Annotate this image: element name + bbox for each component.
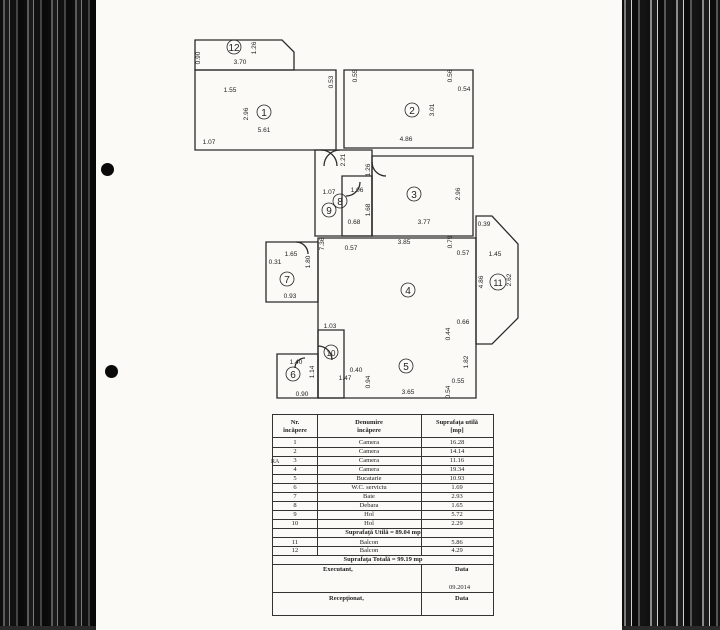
room-10-number: 10: [327, 349, 336, 358]
fabric-background-right: [620, 0, 720, 626]
dim-label: 1.55: [224, 87, 237, 94]
balcony-12-outline: [194, 39, 295, 71]
punch-hole-bottom: [105, 365, 118, 378]
dim-label: 0.94: [365, 375, 372, 388]
room-5-number: 5: [403, 362, 409, 373]
dim-label: 2.96: [455, 187, 462, 200]
dim-label: 0.57: [345, 245, 358, 252]
dim-label: 3.77: [418, 219, 431, 226]
room-4-outline: [317, 237, 477, 399]
room-2-number: 2: [409, 106, 415, 117]
dim-label: 4.86: [478, 275, 485, 288]
dim-label: 1.07: [323, 189, 336, 196]
dim-label: 4.86: [400, 136, 413, 143]
wc-6-outline: [276, 353, 319, 399]
dim-label: 1.45: [489, 251, 502, 258]
dim-label: 0.90: [296, 391, 309, 398]
room-12-number: 12: [228, 43, 240, 54]
dim-label: 0.93: [284, 293, 297, 300]
dim-label: 3.65: [402, 389, 415, 396]
dim-label: 0.44: [445, 327, 452, 340]
room-3-outline: [371, 155, 474, 237]
dim-label: 1.65: [285, 251, 298, 258]
dim-label: 7.36: [319, 237, 326, 250]
dim-label: 0.39: [478, 221, 491, 228]
fabric-background-left: [0, 0, 98, 626]
room-1-number: 1: [261, 108, 267, 119]
dim-label: 1.68: [365, 203, 372, 216]
margin-mark: RA: [271, 459, 280, 465]
dim-label: 2.21: [340, 153, 347, 166]
room-2-outline: [343, 69, 474, 149]
dim-label: 2.62: [506, 273, 513, 286]
dim-label: 2.96: [243, 107, 250, 120]
dim-label: 0.53: [328, 75, 335, 88]
hall-10-outline: [317, 329, 345, 399]
dim-label: 1.14: [309, 365, 316, 378]
dim-label: 0.90: [195, 51, 202, 64]
room-9-number: 9: [326, 206, 332, 217]
dim-label: 3.01: [429, 103, 436, 116]
dim-label: 0.55: [352, 69, 359, 82]
executed-label: Executant,: [323, 566, 353, 573]
room-3-number: 3: [411, 190, 417, 201]
dim-label: 1.40: [290, 359, 303, 366]
dim-label: 0.55: [452, 378, 465, 385]
useful-area-total: Suprafaţă Utilă = 89.04 mp: [345, 529, 421, 536]
dim-label: 1.26: [365, 163, 372, 176]
dim-label: 0.68: [348, 219, 361, 226]
dim-label: 1.03: [324, 323, 337, 330]
dim-label: 1.80: [305, 255, 312, 268]
total-area: Suprafaţa Totală = 99.19 mp: [343, 556, 423, 563]
received-label: Recepţionat,: [329, 595, 364, 602]
dim-label: 0.40: [350, 367, 363, 374]
dim-label: 0.54: [458, 86, 471, 93]
dim-label: 5.61: [258, 127, 271, 134]
dim-label: 1.26: [251, 41, 258, 54]
dim-label: 1.82: [463, 355, 470, 368]
dim-label: 1.07: [203, 139, 216, 146]
date-value: 09.2014: [449, 584, 471, 591]
dim-label: 0.66: [457, 319, 470, 326]
dim-label: 0.56: [447, 69, 454, 82]
rooms-table: Nr. Denumire Suprafaţa utilă încăpere în…: [271, 414, 494, 616]
dim-label: 3.70: [234, 59, 247, 66]
punch-hole-top: [101, 163, 114, 176]
dim-label: 0.79: [447, 235, 454, 248]
dim-label: 3.85: [398, 239, 411, 246]
room-7-number: 7: [284, 275, 290, 286]
bath-7-outline: [265, 241, 319, 303]
dim-label: 0.57: [457, 250, 470, 257]
dim-label: 0.31: [269, 259, 282, 266]
date-label-2: Data: [455, 595, 469, 602]
dim-label: 1.47: [339, 375, 352, 382]
room-11-number: 11: [493, 278, 502, 288]
room-4-number: 4: [405, 286, 411, 297]
table-header: Nr. Denumire Suprafaţa utilă: [290, 419, 479, 426]
dim-label: 1.06: [351, 187, 364, 194]
room-6-number: 6: [290, 370, 296, 381]
room-8-number: 8: [337, 197, 343, 208]
dim-label: 0.54: [445, 385, 452, 398]
date-label: Data: [455, 566, 469, 573]
